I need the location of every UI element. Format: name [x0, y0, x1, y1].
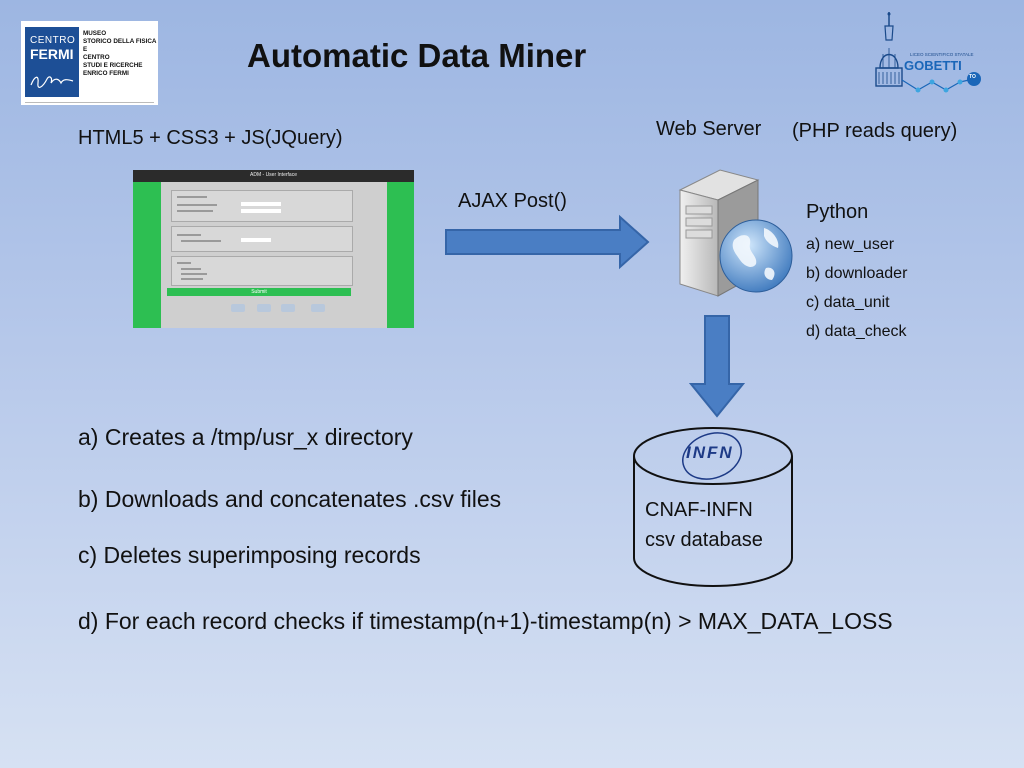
- database-cylinder-icon: [633, 427, 793, 587]
- ui-screenshot-panel: Submit: [161, 182, 387, 328]
- step-item: a) Creates a /tmp/usr_x directory: [78, 424, 413, 450]
- centro-fermi-line1: CENTRO: [30, 35, 76, 46]
- centro-fermi-line2: FERMI: [30, 46, 74, 62]
- step-item: b) Downloads and concatenates .csv files: [78, 486, 502, 512]
- logo-rule: [25, 102, 154, 103]
- database-label-line2: csv database: [645, 529, 763, 551]
- php-note: (PHP reads query): [792, 120, 958, 142]
- step-item: d) For each record checks if timestamp(n…: [78, 608, 893, 634]
- ui-screenshot: ADM - User Interface Submit: [133, 170, 414, 328]
- centro-fermi-logo: CENTRO FERMI MUSEO STORICO DELLA FISICA …: [21, 21, 158, 105]
- script-item: a) new_user: [806, 236, 895, 253]
- database-label-line1: CNAF-INFN: [645, 499, 753, 521]
- ajax-label: AJAX Post(): [458, 190, 567, 212]
- gobetti-badge: TO: [969, 74, 976, 80]
- ui-screenshot-box: [171, 256, 353, 286]
- gobetti-logo-icon: [875, 12, 981, 93]
- down-arrow-icon: [688, 315, 746, 418]
- ui-screenshot-box: [171, 226, 353, 252]
- ui-screenshot-box: [171, 190, 353, 222]
- python-label: Python: [806, 201, 869, 223]
- server-globe-icon: [678, 169, 793, 297]
- right-arrow-icon: [445, 214, 650, 270]
- centro-fermi-description: MUSEO STORICO DELLA FISICA E CENTRO STUD…: [83, 30, 157, 77]
- script-item: c) data_unit: [806, 294, 890, 311]
- script-item: b) downloader: [806, 265, 908, 282]
- infn-logo: INFN: [686, 443, 734, 462]
- ui-screenshot-submit: Submit: [167, 288, 351, 296]
- page-title: Automatic Data Miner: [247, 37, 587, 74]
- web-server-label: Web Server: [656, 118, 762, 140]
- script-item: d) data_check: [806, 323, 907, 340]
- ui-screenshot-titlebar: ADM - User Interface: [133, 170, 414, 182]
- gobetti-tagline: LICEO SCIENTIFICO STATALE: [910, 52, 974, 57]
- step-item: c) Deletes superimposing records: [78, 542, 421, 568]
- centro-fermi-mark: CENTRO FERMI: [25, 27, 79, 97]
- gobetti-name: GOBETTI: [904, 58, 962, 73]
- client-stack-label: HTML5 + CSS3 + JS(JQuery): [78, 127, 343, 149]
- fermi-signature-icon: [30, 76, 74, 88]
